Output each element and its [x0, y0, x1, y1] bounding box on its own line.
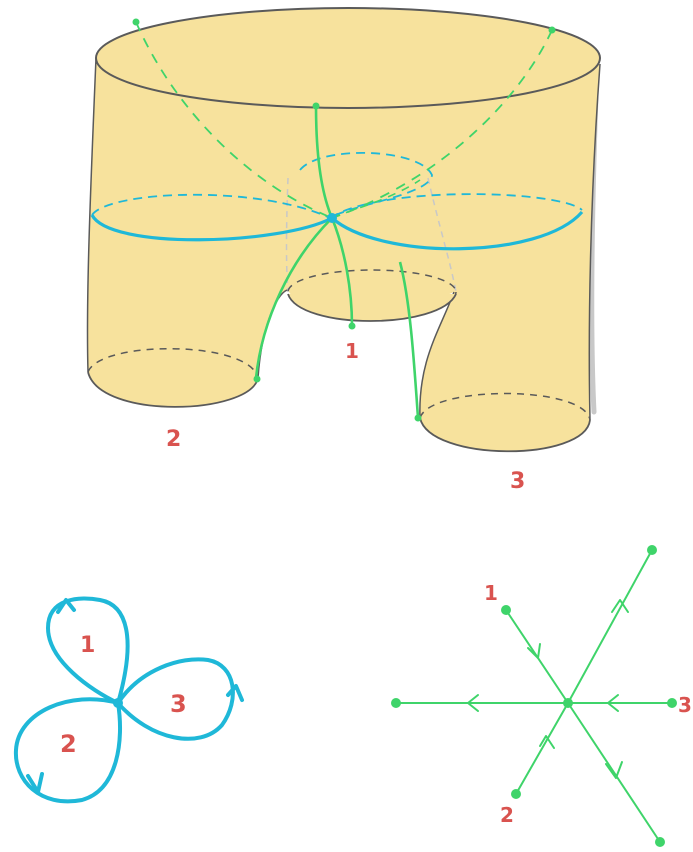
star-leaf-upper-right: [647, 545, 657, 555]
star-arrow-lower-right: [605, 761, 623, 779]
star-arrow-lower-left: [539, 735, 555, 749]
star-arrow-right: [607, 694, 619, 712]
cyan-curve-back-right: [329, 193, 583, 219]
star-arrow-upper-left: [527, 643, 541, 659]
green-dot-boundary-2: [253, 375, 261, 383]
petal-3-arrow: [226, 684, 244, 702]
green-arc-front-top: [314, 105, 334, 219]
star-arrow-left: [467, 694, 479, 712]
waist-boundary: [95, 7, 601, 109]
boundary-2-ellipse-back: [87, 347, 259, 379]
cyan-curve-front-right: [330, 210, 584, 251]
cyan-curve-back-middle: [299, 151, 433, 219]
rose-center-vertex: [113, 698, 123, 708]
middle-leg-back: [285, 177, 289, 293]
green-dot-boundary-1: [348, 322, 356, 330]
cyan-curve-front-left: [90, 214, 333, 242]
petal-1-arrow: [56, 598, 76, 614]
green-arc-back-2: [331, 29, 553, 219]
surface-right-edge: [588, 63, 601, 421]
pants-label-2: 2: [166, 427, 181, 452]
cyan-curve-back-left: [91, 193, 331, 219]
star-edge-lower-left: [515, 702, 569, 795]
pants-label-3: 3: [510, 469, 525, 494]
star-leaf-left: [391, 698, 401, 708]
star-leaf-right: [667, 698, 677, 708]
green-dot-top-left: [132, 18, 140, 26]
green-arc-front-right: [398, 261, 420, 419]
star-leaf-upper-left: [501, 605, 511, 615]
star-edge-lower-right: [567, 702, 661, 843]
pants-label-1: 1: [345, 339, 359, 363]
petal-2-loop: [13, 697, 122, 804]
green-dot-top-right: [548, 26, 556, 34]
middle-leg-back-right: [427, 177, 457, 293]
star-label-2: 2: [500, 803, 514, 827]
rose-label-3: 3: [170, 690, 187, 718]
star-graph: [395, 549, 673, 843]
boundary-3-ellipse-front: [419, 417, 591, 453]
rose-label-1: 1: [80, 633, 95, 658]
star-leaf-lower-left: [511, 789, 521, 799]
star-leaf-lower-right: [655, 837, 665, 847]
star-edge-upper-right: [567, 549, 653, 704]
petal-2-arrow: [26, 772, 44, 794]
boundary-2-ellipse-front: [87, 371, 259, 408]
green-arc-back-3: [331, 179, 421, 219]
green-arc-front-middle: [330, 217, 354, 327]
star-label-3: 3: [678, 693, 692, 717]
green-dot-boundary-3: [414, 414, 422, 422]
boundary-1-ellipse-back: [287, 269, 457, 315]
green-arc-front-left: [254, 217, 333, 379]
center-vertex: [327, 213, 337, 223]
green-dot-waist-front: [312, 102, 320, 110]
star-graph-vertices: [391, 545, 677, 847]
surface-left-edge: [86, 57, 97, 373]
boundary-3-ellipse-back: [419, 392, 591, 421]
petal-1-loop: [46, 596, 130, 705]
star-label-1: 1: [484, 581, 498, 605]
rose-label-2: 2: [60, 730, 77, 758]
three-petal-rose: [13, 596, 244, 804]
star-center-vertex: [563, 698, 573, 708]
surface-crotch-right: [419, 291, 455, 419]
star-arrow-upper-right: [611, 599, 629, 613]
pair-of-pants-surface: [86, 7, 601, 453]
boundary-1-ellipse-front: [287, 293, 457, 322]
